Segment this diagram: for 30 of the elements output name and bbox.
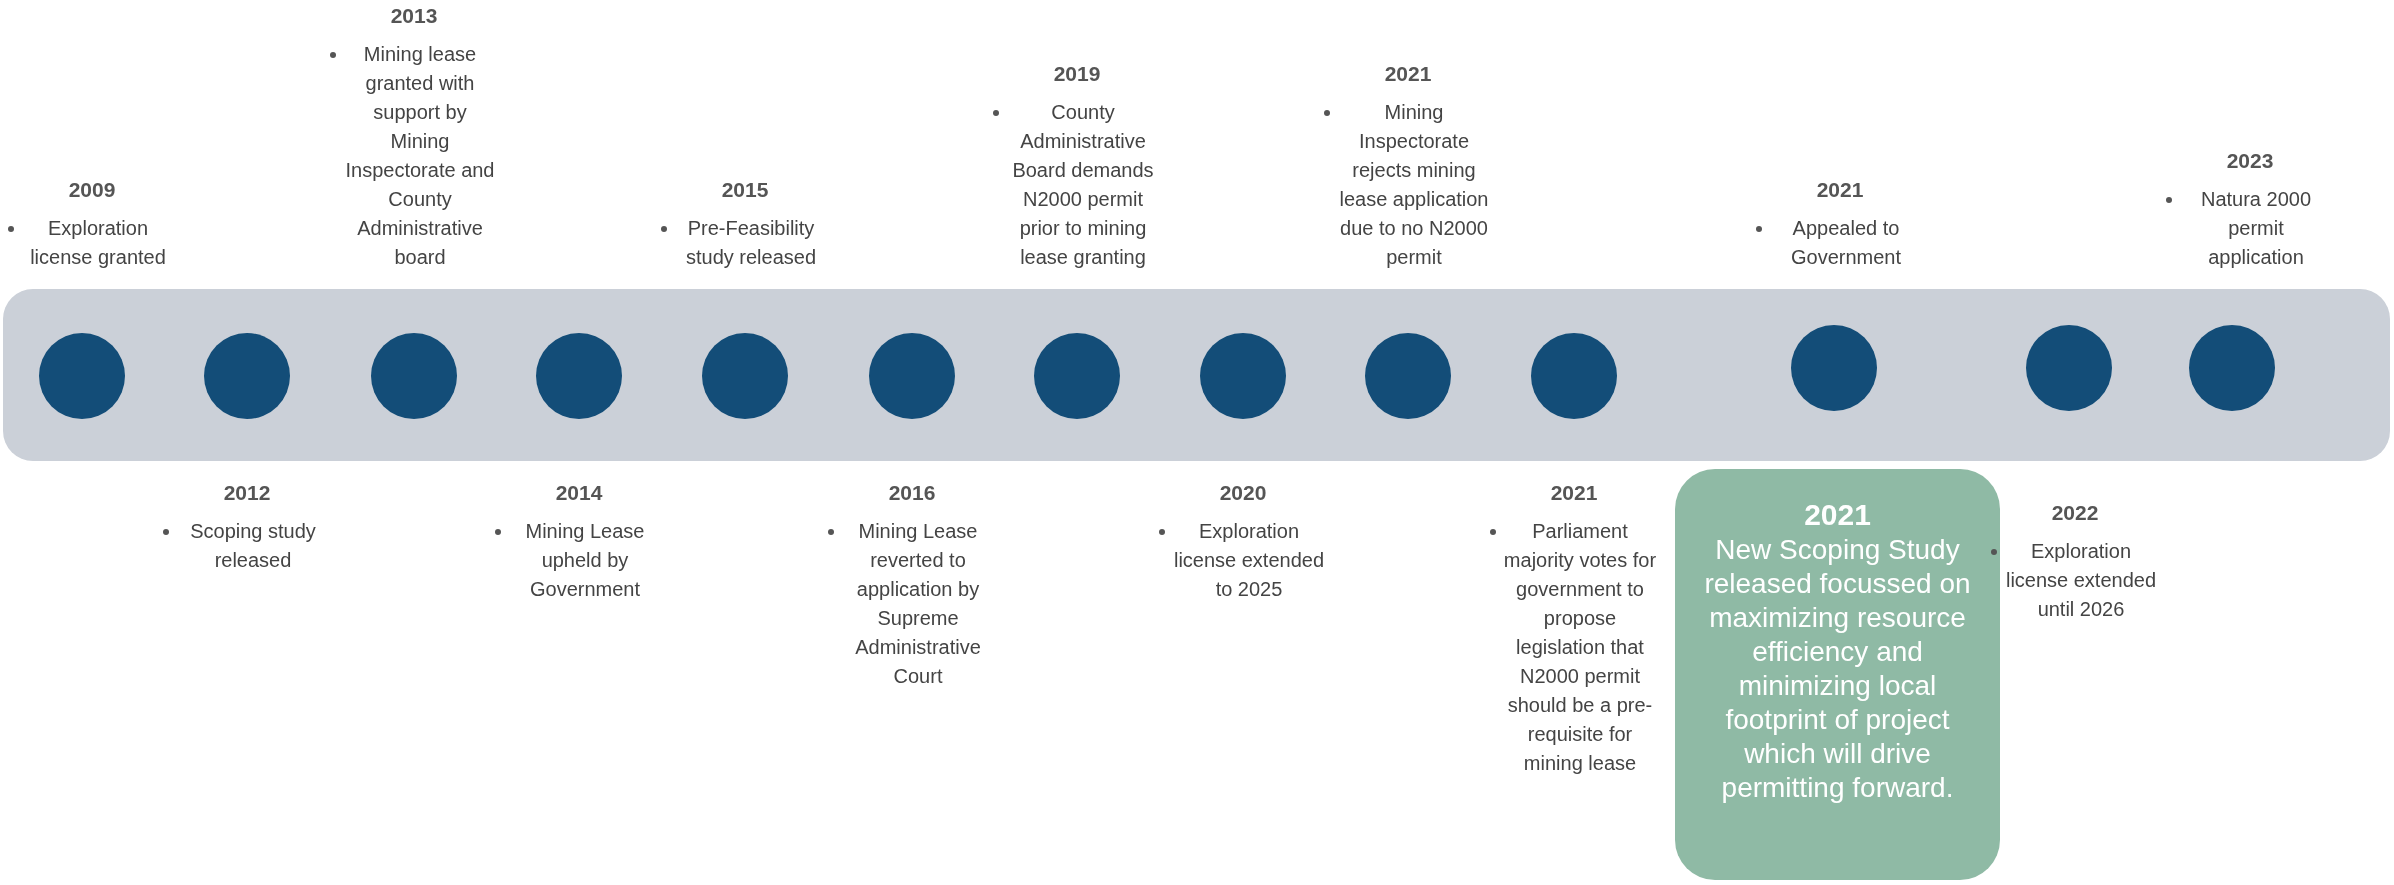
year-label: 2019	[1053, 61, 1101, 87]
event-description: Exploration license extended until 2026	[2004, 539, 2158, 622]
event-description: Mining Lease reverted to application by Supreme Administrative Court	[854, 519, 982, 689]
year-label: 2015	[721, 177, 769, 203]
event-description: Mining lease granted with support by Mining Inspectorate and County Administrative board	[344, 42, 496, 270]
year-label: 2009	[68, 177, 116, 203]
year-heading: 2021	[1804, 497, 1871, 533]
highlight-card	[1675, 469, 2000, 880]
year-label: 2013	[390, 3, 438, 29]
milestone-text: New Scoping Study released focussed on maximizing resource efficiency and minimizing local footprint of project which will drive permitting forward.	[1703, 533, 1972, 805]
event-description: Exploration license extended to 2025	[1172, 519, 1326, 602]
year-label: 2021	[1550, 480, 1598, 506]
event-description: Pre-Feasibility study released	[684, 216, 818, 270]
event-description: Scoping study released	[189, 519, 317, 573]
year-label: 2023	[2226, 148, 2274, 174]
event-description: Mining Inspectorate rejects mining lease application due to no N2000 permit	[1338, 100, 1490, 270]
year-label: 2021	[1816, 177, 1864, 203]
year-label: 2022	[2051, 500, 2099, 526]
event-description: Mining Lease upheld by Government	[524, 519, 646, 602]
event-description: Exploration license granted	[29, 216, 167, 270]
year-label: 2014	[555, 480, 603, 506]
event-description: Appealed to Government	[1789, 216, 1903, 270]
year-label: 2016	[888, 480, 936, 506]
year-label: 2020	[1219, 480, 1267, 506]
event-description: County Administrative Board demands N2000 permit prior to mining lease granting	[1011, 100, 1155, 270]
event-description: Parliament majority votes for government to propose legislation that N2000 permit should be a pre-requisite for mining lease	[1502, 519, 1658, 776]
year-label: 2012	[223, 480, 271, 506]
year-label: 2021	[1384, 61, 1432, 87]
timeline-band	[3, 289, 2390, 461]
event-description: Natura 2000 permit application	[2199, 187, 2313, 270]
